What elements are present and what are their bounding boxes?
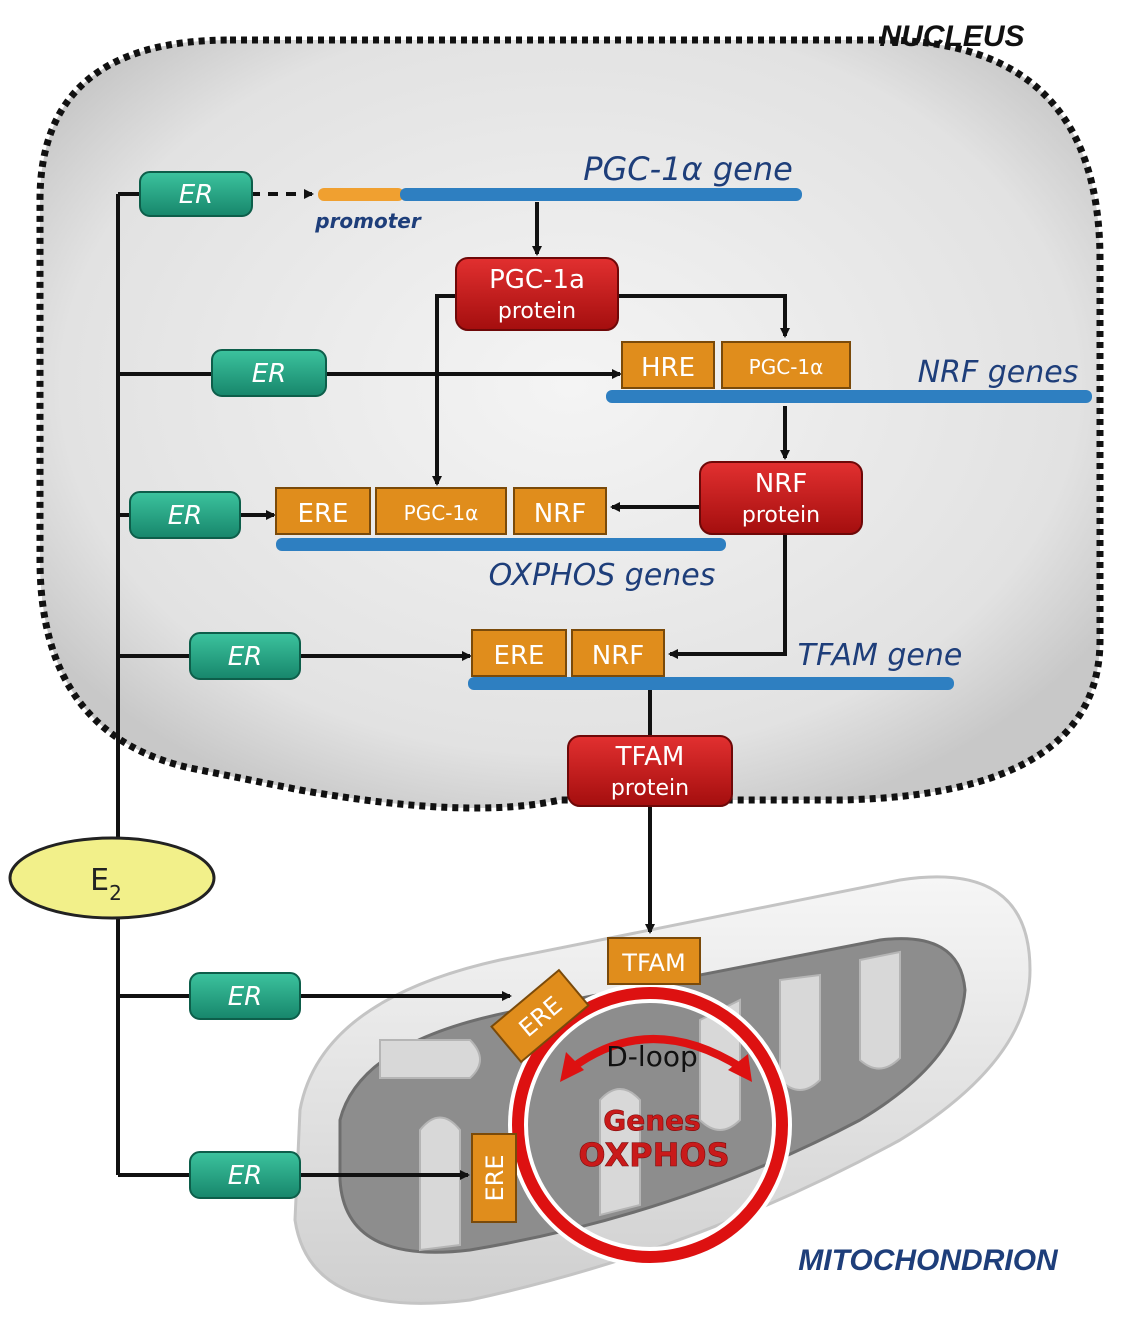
er-receptor-4: ER bbox=[189, 632, 301, 680]
er-receptor-3: ER bbox=[129, 491, 241, 539]
svg-text:PGC-1a: PGC-1a bbox=[489, 265, 585, 295]
nucleus-label: NUCLEUS bbox=[879, 20, 1024, 53]
svg-text:OXPHOS genes: OXPHOS genes bbox=[489, 558, 716, 593]
tfam-gene: TFAM gene bbox=[468, 638, 962, 690]
svg-text:PGC-1α: PGC-1α bbox=[404, 501, 479, 525]
svg-text:ER: ER bbox=[228, 642, 263, 672]
mitochondrion-label: MITOCHONDRION bbox=[798, 1244, 1059, 1277]
mt-oxphos-label: OXPHOS bbox=[578, 1136, 729, 1174]
pathway-connectors bbox=[118, 189, 790, 1180]
svg-text:protein: protein bbox=[498, 299, 576, 324]
oxphos-gene-elements: ERE PGC-1α NRF bbox=[275, 487, 607, 535]
nrf-protein: NRF protein bbox=[699, 461, 863, 535]
svg-text:ERE: ERE bbox=[481, 1154, 509, 1201]
svg-text:NRF: NRF bbox=[534, 499, 586, 529]
svg-text:ER: ER bbox=[179, 180, 214, 210]
pgc1a-protein: PGC-1a protein bbox=[455, 257, 619, 331]
svg-text:NRF: NRF bbox=[755, 469, 807, 499]
svg-text:ER: ER bbox=[252, 359, 287, 389]
svg-text:PGC-1α: PGC-1α bbox=[749, 355, 824, 379]
er-receptor-5: ER bbox=[189, 972, 301, 1020]
svg-text:protein: protein bbox=[742, 503, 820, 528]
nucleus-membrane bbox=[36, 36, 1104, 812]
er-receptor-1: ER bbox=[139, 171, 253, 217]
svg-text:HRE: HRE bbox=[641, 353, 695, 383]
svg-text:ERE: ERE bbox=[298, 499, 349, 529]
mt-tfam-element: TFAM bbox=[607, 937, 701, 985]
mt-genes-label: Genes bbox=[603, 1104, 701, 1137]
mt-ere-element-2: ERE bbox=[471, 1133, 517, 1223]
er-receptor-2: ER bbox=[211, 349, 327, 397]
mt-ere-element-1: ERE bbox=[490, 968, 590, 1064]
mtdna-circle bbox=[508, 983, 792, 1267]
svg-text:E2: E2 bbox=[90, 863, 122, 905]
svg-text:NRF: NRF bbox=[592, 641, 644, 671]
svg-text:PGC-1α gene: PGC-1α gene bbox=[583, 150, 793, 188]
svg-text:NRF genes: NRF genes bbox=[918, 355, 1079, 390]
d-loop-arrows bbox=[560, 1035, 752, 1082]
svg-text:TFAM: TFAM bbox=[621, 949, 685, 977]
pgc1a-gene: PGC-1α gene promoter bbox=[314, 150, 802, 233]
svg-text:ER: ER bbox=[228, 1161, 263, 1191]
svg-text:TFAM gene: TFAM gene bbox=[798, 638, 963, 673]
nrf-genes: NRF genes bbox=[606, 355, 1092, 403]
svg-text:TFAM: TFAM bbox=[615, 742, 685, 772]
er-receptor-6: ER bbox=[189, 1151, 301, 1199]
d-loop-label: D-loop bbox=[606, 1040, 697, 1073]
svg-text:protein: protein bbox=[611, 776, 689, 801]
svg-text:ER: ER bbox=[228, 982, 263, 1012]
tfam-protein: TFAM protein bbox=[567, 735, 733, 807]
estradiol-e2: E2 bbox=[8, 836, 216, 920]
nrf-gene-elements: HRE PGC-1α bbox=[621, 341, 851, 389]
tfam-gene-elements: ERE NRF bbox=[471, 629, 665, 677]
promoter-label: promoter bbox=[314, 209, 422, 233]
oxphos-genes: OXPHOS genes bbox=[276, 538, 726, 593]
svg-text:ER: ER bbox=[168, 501, 203, 531]
svg-text:ERE: ERE bbox=[494, 641, 545, 671]
